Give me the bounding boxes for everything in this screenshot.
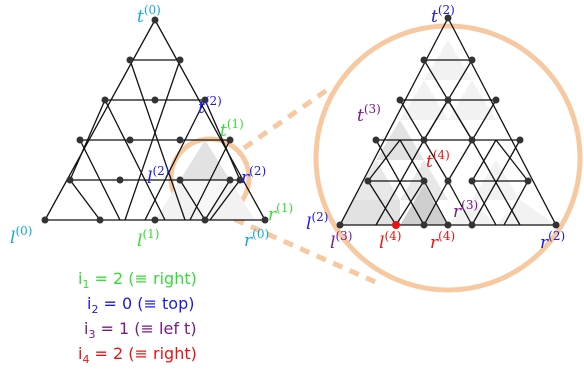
left-shaded-cell	[180, 180, 230, 220]
label-r2-right: r(2)	[540, 229, 565, 253]
label-t0: t(0)	[137, 3, 161, 27]
label-l4: l(4)	[379, 229, 401, 253]
label-l3: l(3)	[330, 229, 352, 253]
right-edges	[338, 16, 558, 226]
zoom-connector-bottom	[216, 209, 382, 287]
legend-line-4: i4 = 2 (≡ right)	[78, 344, 197, 366]
right-vertices	[336, 14, 560, 229]
label-t2-left: t(2)	[198, 94, 222, 118]
label-l2-right: l(2)	[306, 210, 328, 234]
left-shaded-cell	[180, 140, 230, 180]
label-t1: t(1)	[220, 117, 244, 141]
right-shaded-cell	[352, 160, 400, 200]
right-triangle: t(2) t(3) t(4) r(3) l(2) l(3) l(4) r(4) …	[306, 3, 565, 253]
legend-line-2: i2 = 0 (≡ top)	[87, 294, 195, 316]
label-r1: r(1)	[268, 201, 293, 225]
right-shaded-cell	[448, 200, 496, 225]
label-r4: r(4)	[430, 229, 455, 253]
right-shaded-cell	[340, 200, 400, 225]
left-vertices	[41, 16, 269, 224]
left-triangle: t(0) t(2) t(1) l(2) r(2) r(1) l(0) l(1) …	[10, 3, 293, 251]
label-r3: r(3)	[453, 198, 478, 222]
legend-line-1: i1 = 2 (≡ right)	[78, 269, 197, 291]
label-l1: l(1)	[137, 227, 159, 251]
left-shaded-cell	[155, 180, 205, 220]
left-edges	[43, 18, 267, 221]
right-shaded-cell	[496, 200, 556, 225]
label-l2-left: l(2)	[147, 164, 169, 188]
index-legend: i1 = 2 (≡ right) i2 = 0 (≡ top) i3 = 1 (…	[78, 269, 197, 366]
highlighted-vertex	[392, 221, 400, 229]
label-l0: l(0)	[10, 224, 32, 248]
label-t4: t(4)	[426, 148, 450, 172]
right-shaded-cell	[400, 185, 448, 225]
label-r0: r(0)	[244, 227, 269, 251]
right-shaded-cell	[472, 160, 520, 200]
legend-line-3: i3 = 1 (≡ lef t)	[84, 319, 197, 341]
label-r2-left: r(2)	[241, 164, 266, 188]
label-t3: t(3)	[357, 102, 381, 126]
label-t2-right: t(2)	[431, 3, 455, 27]
zoom-circle-large	[313, 23, 583, 293]
